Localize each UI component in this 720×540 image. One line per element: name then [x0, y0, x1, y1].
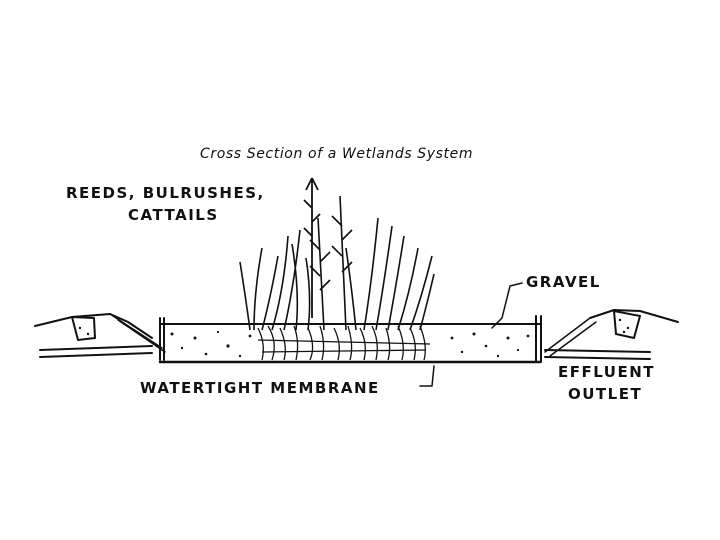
- gravel-fill: [78, 318, 630, 358]
- outlet-label: EFFLUENT OUTLET: [558, 361, 655, 405]
- diagram-title: Cross Section of a Wetlands System: [200, 146, 474, 162]
- left-berm: [71, 316, 96, 341]
- left-embankment: [109, 313, 166, 353]
- plants-label-line2: CATTAILS: [128, 206, 219, 224]
- wetland-plants: [239, 195, 435, 331]
- outlet-label-line2: OUTLET: [568, 385, 643, 403]
- gravel-leader: [491, 282, 523, 329]
- membrane-label: WATERTIGHT MEMBRANE: [140, 379, 380, 397]
- outlet-label-line1: EFFLUENT: [558, 363, 655, 381]
- plants-label-line1: REEDS, BULRUSHES,: [66, 184, 265, 202]
- effluent-outlet-pipe: [544, 349, 651, 360]
- right-stake: [535, 315, 542, 363]
- plants-label: REEDS, BULRUSHES, CATTAILS: [66, 182, 265, 226]
- membrane-leader: [419, 365, 435, 387]
- ground-surface-right: [589, 309, 679, 323]
- gravel-label: GRAVEL: [526, 273, 601, 291]
- inlet-pipe: [39, 345, 153, 358]
- root-zone: [257, 325, 431, 361]
- plant-arrow: [303, 177, 321, 318]
- right-berm: [613, 310, 641, 339]
